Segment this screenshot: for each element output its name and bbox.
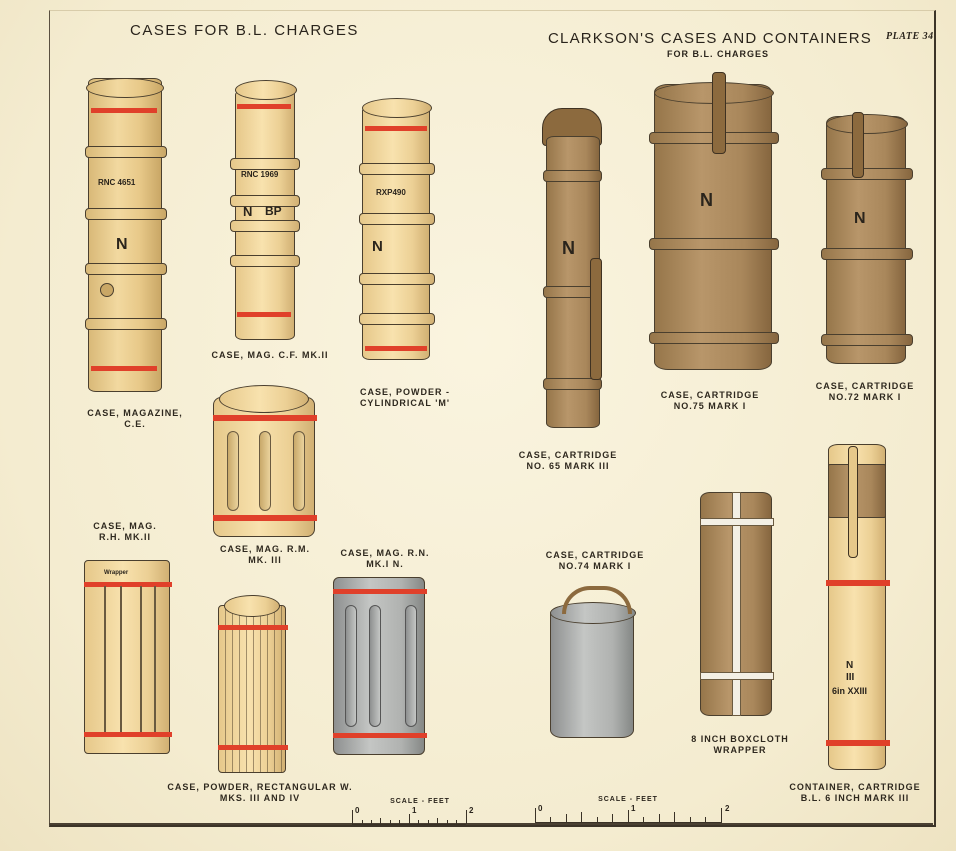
marking: RXP490	[376, 188, 406, 197]
illustration-case-cartridge-no74	[548, 586, 638, 740]
caption-case-powder-cylindrical: Case, Powder - Cylindrical 'M'	[359, 387, 451, 408]
illustration-case-mag-rh-mk2: Wrapper	[84, 550, 172, 756]
illustration-case-cartridge-no72: N	[821, 108, 913, 364]
marking: BP	[265, 204, 282, 218]
illustration-case-powder-rectangular	[218, 585, 288, 775]
illustration-case-cartridge-no75: N	[649, 72, 779, 372]
caption-case-mag-rn: Case, Mag. R.N. Mk.I N.	[340, 548, 430, 569]
caption-case-mag-rm: Case, Mag. R.M. Mk. III	[219, 544, 310, 565]
illustration-case-mag-cf-mk2: RNC 1969 N BP	[230, 80, 300, 340]
marking: N	[243, 204, 253, 219]
caption-case-cartridge-no75: Case, Cartridge No.75 Mark I	[660, 390, 760, 411]
caption-case-powder-rectangular: Case, Powder, Rectangular W. Mks. III an…	[167, 782, 353, 803]
marking: N	[372, 238, 383, 255]
illustration-container-cartridge-6inch: N III 6in XXIII	[826, 432, 890, 772]
marking: 6in XXIII	[832, 686, 868, 696]
subtitle-right: for B.L. Charges	[667, 49, 770, 59]
title-left: Cases for B.L. Charges	[130, 22, 359, 39]
caption-case-cartridge-no72: Case, Cartridge No.72 Mark I	[815, 381, 915, 402]
caption-container-cartridge-6inch: Container, Cartridge B.L. 6 Inch Mark II…	[789, 782, 921, 803]
scale-label-left: Scale - Feet	[390, 798, 450, 805]
caption-boxcloth-wrapper: 8 Inch Boxcloth Wrapper	[691, 734, 789, 755]
scale-bar-right: 0 1 2	[535, 804, 729, 823]
bottom-rule	[49, 823, 933, 825]
caption-case-mag-cf-mk2: Case, Mag. C.F. Mk.II	[211, 350, 329, 360]
illustration-case-mag-rn-mk1n	[333, 573, 427, 757]
illustration-case-cartridge-no65: N	[540, 108, 610, 430]
title-right: Clarkson's Cases and Containers	[548, 30, 873, 47]
caption-case-cartridge-no74: Case, Cartridge No.74 Mark I	[545, 550, 645, 571]
marking: N	[700, 190, 713, 210]
caption-case-cartridge-no65: Case, Cartridge No. 65 Mark III	[518, 450, 618, 471]
marking: RNC 1969	[241, 170, 279, 179]
marking: N	[854, 210, 866, 227]
illustration-boxcloth-wrapper	[700, 488, 776, 718]
caption-case-mag-rh: Case, Mag. R.H. Mk.II	[93, 521, 157, 542]
marking: III	[846, 672, 855, 683]
illustration-case-mag-rm-mk3	[213, 383, 317, 539]
plate-number: Plate 34	[886, 31, 934, 42]
marking: N	[846, 660, 854, 671]
marking: N	[562, 238, 575, 258]
scale-label-right: Scale - Feet	[598, 796, 658, 803]
marking: Wrapper	[104, 570, 129, 576]
marking: RNC 4651	[98, 178, 136, 187]
caption-case-magazine-ce: Case, Magazine, C.E.	[87, 408, 183, 429]
illustration-case-powder-cylindrical-m: RXP490 N	[359, 98, 435, 360]
scale-bar-left: 0 1 2	[352, 806, 473, 825]
plate-frame	[49, 10, 936, 827]
marking: N	[116, 236, 128, 253]
illustration-case-magazine-ce: RNC 4651 N	[85, 78, 167, 396]
